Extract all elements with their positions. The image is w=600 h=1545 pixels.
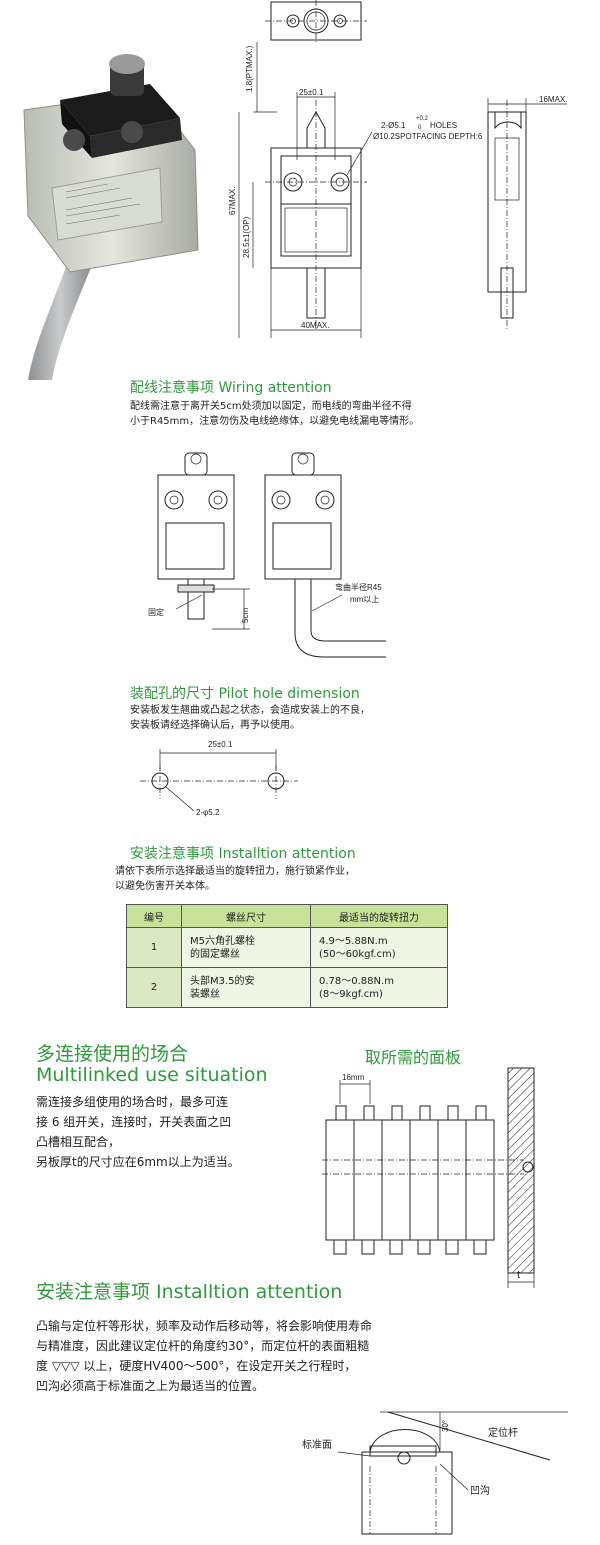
install2-body-line: 凹沟必须高于标准面之上为最适当的位置。 <box>36 1379 265 1393</box>
install-title: 安装注意事项 Installtion attention <box>130 846 356 862</box>
svg-text:mm以上: mm以上 <box>350 595 379 604</box>
svg-text:标准面: 标准面 <box>302 1439 332 1451</box>
multi-body-line: 接 6 组开关，连接时，开关表面之凹 <box>36 1115 232 1129</box>
row-torque: 0.78～0.88N.m (8～9kgf.cm) <box>310 967 448 1008</box>
svg-text:HOLES: HOLES <box>430 121 457 130</box>
row-no: 1 <box>126 927 182 968</box>
cell-line: (8～9kgf.cm) <box>319 988 383 1000</box>
svg-text:固定: 固定 <box>148 607 164 617</box>
multi-body-line: 另板厚t的尺寸应在6mm以上为适当。 <box>36 1155 240 1169</box>
header-torque: 最适当的旋转扭力 <box>310 904 448 928</box>
multi-body-line: 需连接多组使用的场合时，最多可连 <box>36 1095 229 1109</box>
wiring-title: 配线注意事项 Wiring attention <box>130 380 332 396</box>
cell-line: 头部M3.5的安 <box>190 975 255 987</box>
install-body-line: 请依下表所示选择最适当的旋转扭力，施行锁紧作业， <box>115 866 355 877</box>
svg-text:凹沟: 凹沟 <box>470 1484 490 1497</box>
cell-line: M5六角孔螺栓 <box>190 935 255 947</box>
pilot-title: 装配孔的尺寸 Pilot hole dimension <box>130 686 360 702</box>
svg-text:定位杆: 定位杆 <box>488 1426 518 1439</box>
panel-title: 取所需的面板 <box>365 1048 462 1067</box>
install-body: 请依下表所示选择最适当的旋转扭力，施行锁紧作业， 以避免伤害开关本体。 <box>115 864 495 894</box>
svg-text:t: t <box>517 1269 520 1281</box>
install2-title: 安装注意事项 Installtion attention <box>36 1281 343 1303</box>
install2-body-line: 与精准度，因此建议定位杆的角度约30°，而定位杆的表面粗糙 <box>36 1339 370 1353</box>
svg-text:25±0.1: 25±0.1 <box>299 88 324 97</box>
multi-diagram: 16mm t <box>322 1067 535 1288</box>
pilot-body-line: 安装板请经选择确认后，再予以使用。 <box>130 720 300 731</box>
wiring-body-line: 小于R45mm，注意勿伤及电线绝缘体，以避免电线漏电等情形。 <box>130 416 420 427</box>
pilot-body: 安装板发生翘曲或凸起之状态，会造成安装上的不良， 安装板请经选择确认后，再予以使… <box>130 703 510 733</box>
row-screw: 头部M3.5的安 装螺丝 <box>181 967 311 1008</box>
row-screw: M5六角孔螺栓 的固定螺丝 <box>181 927 311 968</box>
install2-body-line: 度 ▽▽▽ 以上，硬度HV400～500°，在设定开关之行程时， <box>36 1359 357 1373</box>
svg-text:16MAX.: 16MAX. <box>539 95 567 104</box>
cell-line: 装螺丝 <box>190 988 220 1000</box>
multi-body-line: 凸槽相互配合， <box>36 1135 121 1149</box>
svg-text:30°: 30° <box>441 1420 450 1432</box>
cell-line: 4.9～5.88N.m <box>319 935 388 947</box>
dimension-drawing: 1.8(PTMAX.) 25±0.1 2-Ø5.1 +0.2 0 HOLES Ø… <box>228 0 567 338</box>
install2-body-line: 凸输与定位杆等形状，频率及动作后移动等，将会影响使用寿命 <box>36 1319 373 1333</box>
wiring-body: 配线需注意于离开关5cm处须加以固定，而电线的弯曲半径不得 小于R45mm，注意… <box>130 399 510 429</box>
product-photo <box>23 54 199 380</box>
svg-text:67MAX.: 67MAX. <box>228 187 237 215</box>
cell-line: 的固定螺丝 <box>190 948 240 960</box>
svg-text:0: 0 <box>418 125 422 131</box>
svg-text:弯曲半径R45: 弯曲半径R45 <box>335 582 382 592</box>
multi-body: 需连接多组使用的场合时，最多可连 接 6 组开关，连接时，开关表面之凹 凸槽相互… <box>36 1092 306 1172</box>
svg-text:28.5±1(OP): 28.5±1(OP) <box>242 216 251 258</box>
cell-line: (50～60kgf.cm) <box>319 948 396 960</box>
header-screw: 螺丝尺寸 <box>181 904 311 928</box>
install-body-line: 以避免伤害开关本体。 <box>115 881 215 892</box>
svg-text:5cm: 5cm <box>241 608 250 623</box>
svg-text:2-Ø5.1: 2-Ø5.1 <box>381 121 406 130</box>
svg-text:2-φ5.2: 2-φ5.2 <box>196 808 220 817</box>
wiring-body-line: 配线需注意于离开关5cm处须加以固定，而电线的弯曲半径不得 <box>130 401 412 412</box>
svg-text:40MAX.: 40MAX. <box>301 321 329 330</box>
positioning-rod-diagram: 30° 定位杆 标准面 凹沟 <box>302 1411 568 1535</box>
row-no: 2 <box>126 967 182 1008</box>
svg-text:25±0.1: 25±0.1 <box>208 740 233 749</box>
pilot-diagram: 25±0.1 2-φ5.2 <box>140 740 298 817</box>
torque-table: 编号 螺丝尺寸 最适当的旋转扭力 1 M5六角孔螺栓 的固定螺丝 4.9～5.8… <box>126 904 448 1008</box>
svg-text:1.8(PTMAX.): 1.8(PTMAX.) <box>245 45 254 92</box>
row-torque: 4.9～5.88N.m (50～60kgf.cm) <box>310 927 448 968</box>
multi-title-en: Multilinked use situation <box>36 1064 268 1086</box>
table-row: 1 M5六角孔螺栓 的固定螺丝 4.9～5.88N.m (50～60kgf.cm… <box>126 927 448 968</box>
svg-text:+0.2: +0.2 <box>416 116 429 122</box>
header-no: 编号 <box>126 904 182 928</box>
svg-text:16mm: 16mm <box>342 1073 365 1082</box>
table-row: 2 头部M3.5的安 装螺丝 0.78～0.88N.m (8～9kgf.cm) <box>126 967 448 1008</box>
multi-title-cn: 多连接使用的场合 <box>36 1043 189 1065</box>
pilot-body-line: 安装板发生翘曲或凸起之状态，会造成安装上的不良， <box>130 705 370 716</box>
install2-body: 凸输与定位杆等形状，频率及动作后移动等，将会影响使用寿命 与精准度，因此建议定位… <box>36 1316 556 1396</box>
svg-text:Ø10.2SPOTFACING DEPTH:6: Ø10.2SPOTFACING DEPTH:6 <box>373 132 483 141</box>
table-header-row: 编号 螺丝尺寸 最适当的旋转扭力 <box>126 904 448 928</box>
wiring-diagram: 固定 5cm 弯曲半径R45 mm以上 <box>148 452 386 658</box>
cell-line: 0.78～0.88N.m <box>319 975 394 987</box>
